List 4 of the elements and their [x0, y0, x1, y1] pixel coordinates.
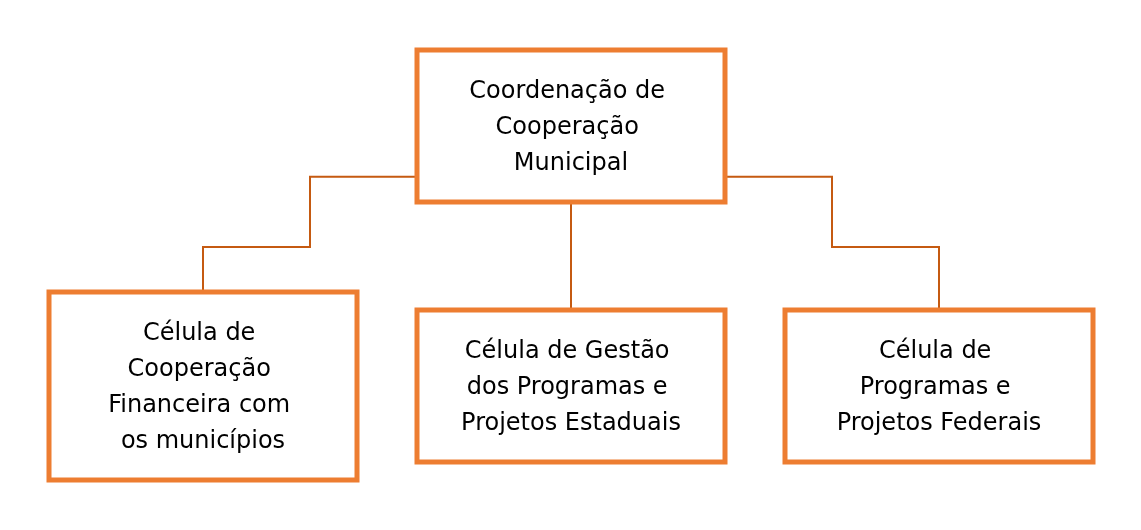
- node-box: Célula de Programas e Projetos Federais: [782, 307, 1095, 465]
- node-box: Célula de Cooperação Financeira com os municípios: [46, 289, 359, 483]
- node-box: Coordenação de Cooperação Municipal: [414, 47, 727, 205]
- node-box: Célula de Gestão dos Programas e Projetos Estaduais: [414, 307, 727, 465]
